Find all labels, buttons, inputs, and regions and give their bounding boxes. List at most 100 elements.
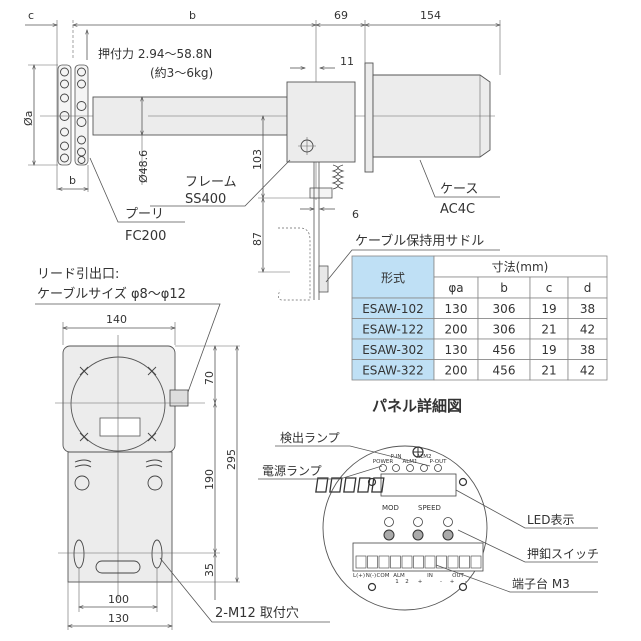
cable-gland <box>169 389 189 407</box>
led-digit <box>329 477 343 493</box>
table-cell: 21 <box>541 364 556 378</box>
terminal-screw <box>401 555 413 569</box>
table-cell: 38 <box>580 302 595 316</box>
dim-154: 154 <box>420 9 441 22</box>
terminal-label-text: N(-) <box>366 573 376 579</box>
dim-140: 140 <box>106 313 127 326</box>
terminal-screw <box>447 555 459 569</box>
table-cell: 306 <box>493 302 516 316</box>
led-digit <box>371 477 385 493</box>
table-col-header: φa <box>448 281 463 295</box>
terminal-screw <box>470 555 482 569</box>
lead-outlet-label: リード引出口: <box>37 267 119 282</box>
terminal-screw <box>390 555 401 569</box>
lamp-label: POWER <box>373 459 394 465</box>
table-row-model: ESAW-102 <box>362 302 424 316</box>
dim-b: b <box>189 9 196 22</box>
push-button[interactable] <box>383 529 395 541</box>
table-row-model: ESAW-322 <box>362 364 424 378</box>
terminal-label-text: L(+) <box>353 573 365 579</box>
case-material: AC4C <box>440 202 475 217</box>
terminal-label-text: - <box>465 579 467 585</box>
power-lamp-label: 電源ランプ <box>262 464 322 478</box>
table-cell: 456 <box>493 364 516 378</box>
lamp-label: P-IN <box>391 454 402 460</box>
lamp-label: ALM2 <box>416 454 431 460</box>
terminal-screw <box>436 555 447 569</box>
dim-oa: Øa <box>22 111 35 126</box>
table-cell: 306 <box>493 323 516 337</box>
indicator-lamp <box>406 464 414 472</box>
dim-b-pulley: b <box>69 174 76 187</box>
table-header-dims: 寸法(mm) <box>492 260 549 274</box>
push-switch-label: 押釦スイッチ <box>527 546 599 561</box>
indicator-lamp <box>392 464 400 472</box>
dim-103: 103 <box>251 149 264 170</box>
table-col-header: c <box>546 281 553 295</box>
table-cell: 130 <box>445 343 468 357</box>
table-cell: 130 <box>445 302 468 316</box>
led-display-label: LED表示 <box>527 513 575 527</box>
led-label-speed: SPEED <box>418 504 441 512</box>
table-col-header: d <box>584 281 592 295</box>
pulley-material: FC200 <box>125 229 166 244</box>
push-button[interactable] <box>412 529 424 541</box>
dim-11: 11 <box>340 55 354 68</box>
pushing-force-kg: (約3～6kg) <box>150 65 213 80</box>
panel-title: パネル詳細図 <box>372 397 462 415</box>
table-row-model: ESAW-122 <box>362 323 424 337</box>
switch-lamp <box>443 517 453 527</box>
dim-69: 69 <box>334 9 348 22</box>
lamp-label: P-OUT <box>429 459 447 465</box>
switch-lamp <box>384 517 394 527</box>
mounting-plate <box>67 451 173 583</box>
terminal-screw <box>378 555 390 569</box>
table-cell: 456 <box>493 343 516 357</box>
frame-material: SS400 <box>185 192 226 207</box>
case-label: ケース <box>440 182 478 197</box>
terminal-screw <box>459 555 470 569</box>
mount-holes-label: 2-M12 取付穴 <box>215 606 299 621</box>
indicator-lamp <box>379 464 387 472</box>
terminal-screw <box>367 555 378 569</box>
dim-87: 87 <box>251 232 264 246</box>
terminal-label: 端子台 M3 <box>512 576 570 591</box>
led-digit <box>357 477 371 493</box>
spring <box>331 164 345 190</box>
push-button[interactable] <box>442 529 454 541</box>
terminal-label-text: - <box>440 579 442 585</box>
terminal-label-text: + <box>450 579 455 585</box>
table-row-model: ESAW-302 <box>362 343 424 357</box>
switch-lamp <box>413 517 423 527</box>
terminal-screw <box>424 555 436 569</box>
pulley-label: プーリ <box>125 207 164 222</box>
table-cell: 200 <box>445 364 468 378</box>
frame-label: フレーム <box>185 175 237 190</box>
terminal-label-text: ALM <box>393 573 405 579</box>
dim-100: 100 <box>108 593 129 606</box>
table-cell: 200 <box>445 323 468 337</box>
led-digit <box>315 477 329 493</box>
terminal-screw <box>355 555 367 569</box>
pulley <box>57 64 89 166</box>
flange <box>364 62 374 173</box>
table-cell: 38 <box>580 343 595 357</box>
led-label-mod: MOD <box>382 504 399 512</box>
table-cell: 42 <box>580 364 595 378</box>
led-display <box>380 473 457 497</box>
indicator-lamp <box>434 464 442 472</box>
dim-shaft-diameter: Ø48.6 <box>137 150 150 183</box>
cable-size-label: ケーブルサイズ φ8～φ12 <box>37 286 186 302</box>
dim-35: 35 <box>203 563 216 577</box>
detect-lamp-label: 検出ランプ <box>280 431 340 445</box>
dim-295: 295 <box>225 449 238 470</box>
frame <box>286 81 356 163</box>
dim-190: 190 <box>203 469 216 490</box>
table-cell: 21 <box>541 323 556 337</box>
dim-70: 70 <box>203 371 216 385</box>
pushing-force: 押付力 2.94～58.8N <box>98 47 212 61</box>
dim-130: 130 <box>108 612 129 625</box>
dim-6: 6 <box>352 208 359 221</box>
